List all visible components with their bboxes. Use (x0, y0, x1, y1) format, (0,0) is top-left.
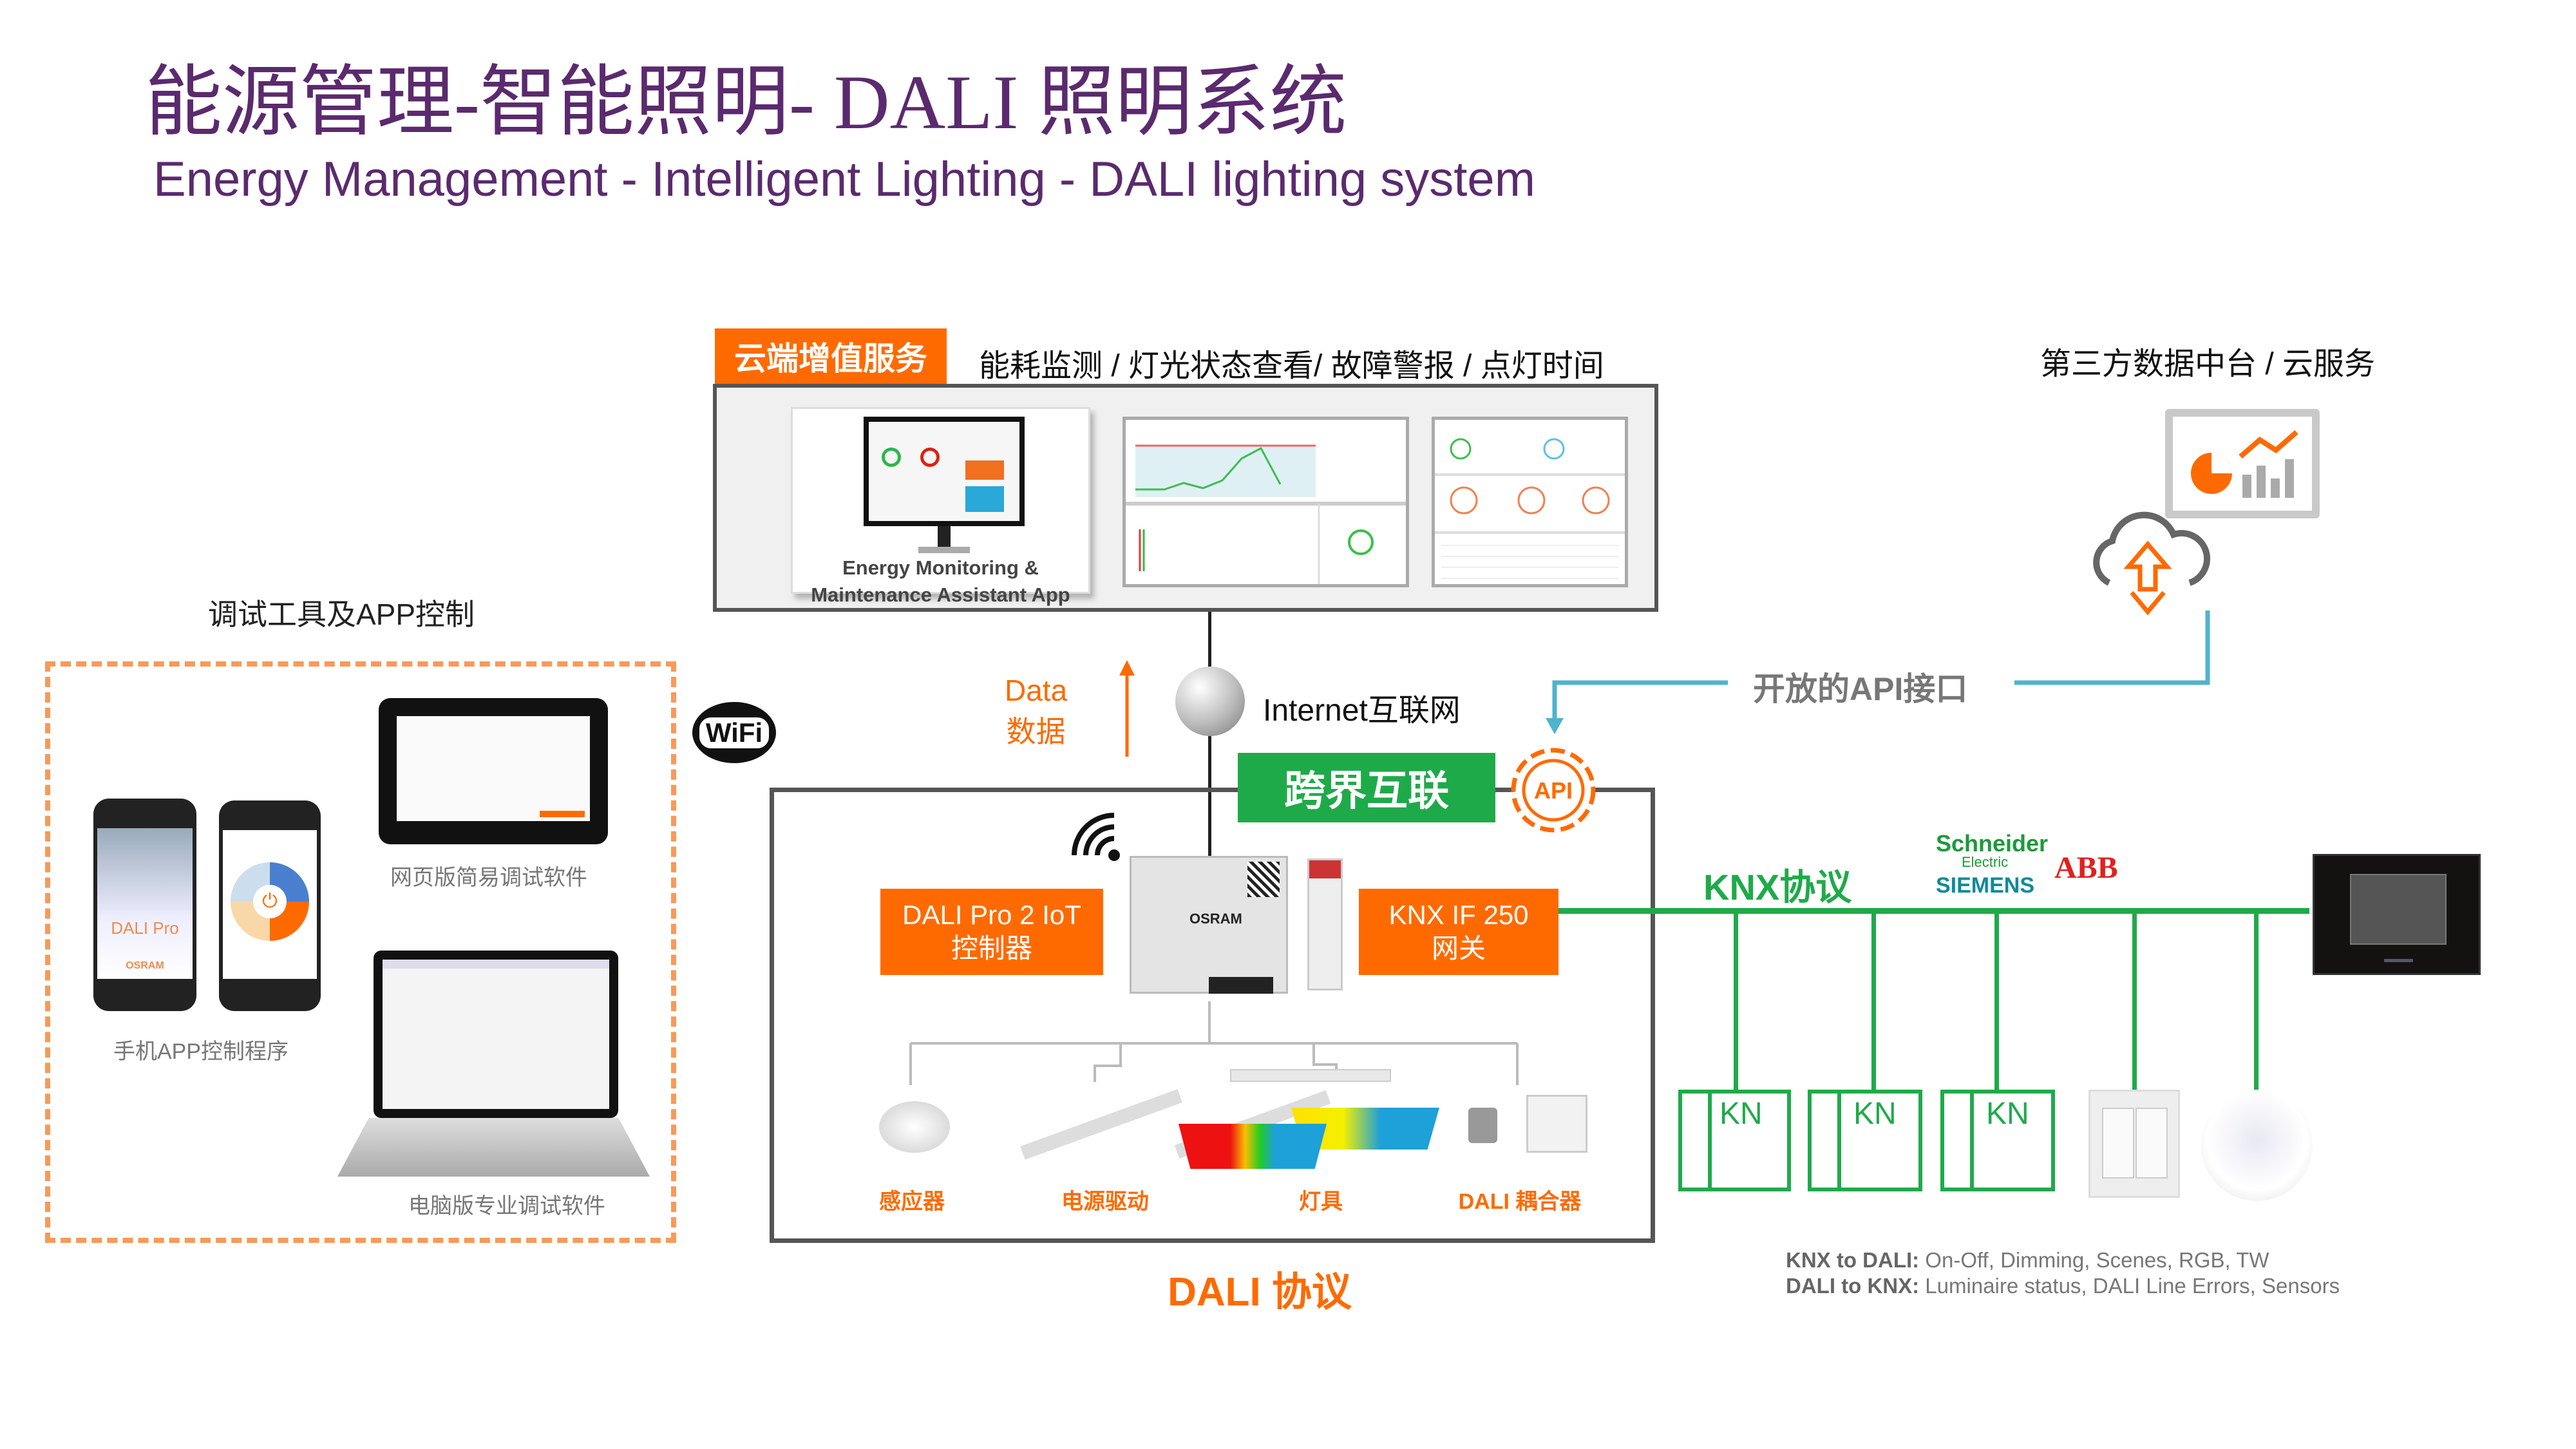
tablet-web-tool (379, 698, 608, 844)
third-party-label: 第三方数据中台 / 云服务 (2040, 347, 2376, 381)
knx-drop-line (2132, 911, 2137, 1097)
app-card: Energy Monitoring & Maintenance Assistan… (791, 407, 1090, 606)
device-label-driver: 电源驱动 (1061, 1189, 1149, 1214)
knx-actuator-dimmer: KN (1808, 1090, 1922, 1191)
api-connection-line (1546, 611, 2210, 734)
knx-actuator-label: KN (1853, 1097, 1897, 1131)
abb-logo: ABB (2054, 851, 2118, 885)
knx-drop-line (1871, 911, 1876, 1091)
phone-brand-text: DALI Pro (111, 918, 179, 938)
knx-actuator-switch: KN (1678, 1090, 1791, 1191)
dali-to-knx-key: DALI to KNX: (1786, 1274, 1920, 1298)
tools-heading: 调试工具及APP控制 (208, 598, 475, 631)
siemens-logo: SIEMENS (1936, 873, 2035, 898)
wifi-logo-text: WiFi (696, 714, 772, 751)
controller-name: DALI Pro 2 IoT (902, 899, 1081, 930)
phone-dali-pro-app: DALI Pro OSRAM (93, 799, 196, 1011)
api-interface-label: 开放的API接口 (1753, 671, 1968, 707)
phone-control-app: ⏻ (219, 800, 321, 1011)
energy-dashboard-screenshot (1122, 417, 1409, 587)
tools-panel (45, 661, 676, 1243)
dali-protocol-label: DALI 协议 (1168, 1270, 1352, 1314)
cloud-services-panel: Energy Monitoring & Maintenance Assistan… (713, 384, 1658, 612)
coupler-device-icon (1468, 1108, 1497, 1143)
laptop-pc-tool (374, 951, 618, 1118)
controller-type: 控制器 (951, 933, 1032, 963)
web-tool-label: 网页版简易调试软件 (390, 866, 587, 890)
knx-actuator-blind: KN (1940, 1090, 2055, 1191)
brand-logos: Schneider Electric SIEMENS (1936, 830, 2049, 898)
phone-maker-text: OSRAM (126, 960, 164, 971)
knx-gateway-box: KNX IF 250 网关 (1359, 889, 1558, 975)
knx-to-dali-key: KNX to DALI: (1786, 1248, 1920, 1272)
sensor-device-icon (879, 1101, 950, 1153)
cloud-caption: 能耗监测 / 灯光状态查看/ 故障警报 / 点灯时间 (979, 349, 1604, 383)
page-subtitle: Energy Management - Intelligent Lighting… (153, 152, 1535, 207)
pc-tool-label: 电脑版专业调试软件 (408, 1194, 605, 1218)
knx-drop-line (1994, 911, 1999, 1091)
controller-brand: OSRAM (1189, 911, 1242, 927)
data-label-en: Data (1005, 674, 1068, 707)
app-name-line2: Maintenance Assistant App (811, 583, 1070, 606)
dali-system-panel (770, 788, 1655, 1243)
device-label-coupler: DALI 耦合器 (1458, 1189, 1582, 1214)
app-name: Energy Monitoring & Maintenance Assistan… (793, 554, 1088, 609)
page-title: 能源管理-智能照明- DALI 照明系统 (145, 59, 1347, 145)
device-label-sensor: 感应器 (879, 1189, 945, 1214)
knx-actuator-label: KN (1719, 1097, 1763, 1131)
wireless-signal-icon (1072, 813, 1120, 861)
dali-pro-controller-device: OSRAM (1130, 856, 1288, 994)
monitor-icon (864, 417, 1025, 526)
gateway-type: 网关 (1431, 933, 1486, 963)
gateway-name: KNX IF 250 (1388, 899, 1529, 930)
knx-to-dali-value: On-Off, Dimming, Scenes, RGB, TW (1919, 1248, 2269, 1272)
analytics-chart-icon (2165, 409, 2320, 518)
knx-protocol-label: KNX协议 (1703, 867, 1852, 907)
knx-drop-line (1734, 911, 1738, 1091)
knx-drop-line (2254, 911, 2259, 1097)
cloud-upload-icon (2093, 511, 2210, 616)
dali-controller-box: DALI Pro 2 IoT 控制器 (880, 889, 1103, 975)
data-upload-arrow-icon (1119, 660, 1135, 757)
knx-actuator-label: KN (1986, 1097, 2029, 1131)
phone-app-label: 手机APP控制程序 (113, 1039, 289, 1064)
data-label-cn: 数据 (1006, 715, 1066, 749)
knx-module-device (1307, 858, 1343, 990)
knx-to-dali-text: KNX to DALI: On-Off, Dimming, Scenes, RG… (1786, 1248, 2269, 1273)
dali-to-knx-text: DALI to KNX: Luminaire status, DALI Line… (1786, 1274, 2340, 1298)
internet-label: Internet互联网 (1263, 694, 1461, 728)
globe-icon (1175, 667, 1245, 736)
status-dashboard-screenshot (1432, 417, 1628, 587)
wifi-logo: WiFi (692, 702, 776, 763)
qr-code-icon (1247, 862, 1280, 897)
knx-presence-sensor (2201, 1090, 2313, 1201)
power-icon: ⏻ (253, 885, 287, 918)
knx-touch-panel (2313, 854, 2481, 975)
api-icon-text: API (1534, 777, 1573, 804)
schneider-logo: Schneider (1936, 830, 2049, 857)
dali-switch-icon (1526, 1095, 1587, 1153)
app-name-line1: Energy Monitoring & (842, 556, 1039, 579)
crossover-label: 跨界互联 (1238, 753, 1495, 822)
knx-bus-line (1558, 908, 2309, 914)
data-label: Data 数据 (1005, 670, 1067, 753)
device-label-luminaire: 灯具 (1299, 1189, 1343, 1214)
luminaire-frame-icon (1230, 1069, 1391, 1082)
cloud-service-tag: 云端增值服务 (715, 328, 947, 384)
schneider-electric-logo: Electric (1962, 854, 2009, 870)
knx-wall-switch (2088, 1090, 2180, 1198)
laptop-keyboard (337, 1118, 650, 1177)
luminaire-panel-icon (1179, 1124, 1327, 1169)
api-gear-icon: API (1511, 748, 1596, 833)
dali-bus-tree (909, 1001, 1519, 1085)
dali-to-knx-value: Luminaire status, DALI Line Errors, Sens… (1919, 1274, 2340, 1298)
